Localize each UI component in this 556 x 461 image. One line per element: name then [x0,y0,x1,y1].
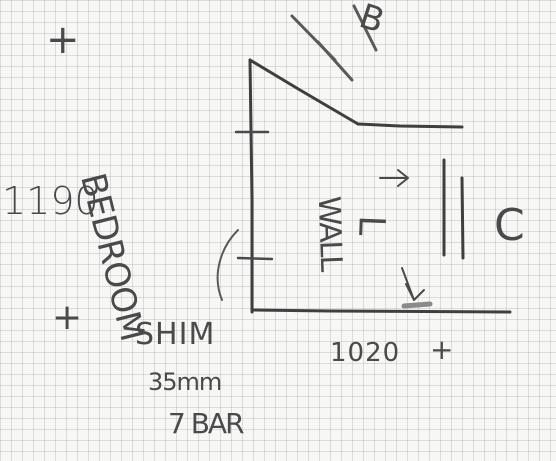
arrow-right-icon [379,169,409,187]
slanted-wall-line [248,58,360,126]
left-wall-line [248,58,254,314]
tick-lower [236,256,274,261]
wall-ticks [234,130,274,261]
room-outline [248,58,512,314]
l-label: L [350,214,392,238]
arrow-down-icon [401,267,425,301]
pencil-strokes-top [290,4,378,82]
width-dimension-mark: + [430,333,455,366]
wall-label: WALL [310,195,349,271]
width-dimension-label: 1020 [330,338,401,368]
window-line-2 [460,176,465,260]
shim-size-label: 35mm [148,368,222,396]
height-dimension-label: 1190 [2,179,99,223]
bar-label: 7 BAR [168,407,245,440]
arrow-marks [379,169,425,301]
shim-block-mark [401,301,433,309]
window-double-line [442,158,465,260]
door-swing-arc [216,229,239,301]
top-right-wall-line [356,122,464,129]
top-cross-mark: + [46,17,81,63]
c-label: C [494,200,526,251]
shim-label: SHIM [135,317,216,352]
bottom-wall-line [250,308,512,314]
middle-cross-mark: + [52,297,84,338]
